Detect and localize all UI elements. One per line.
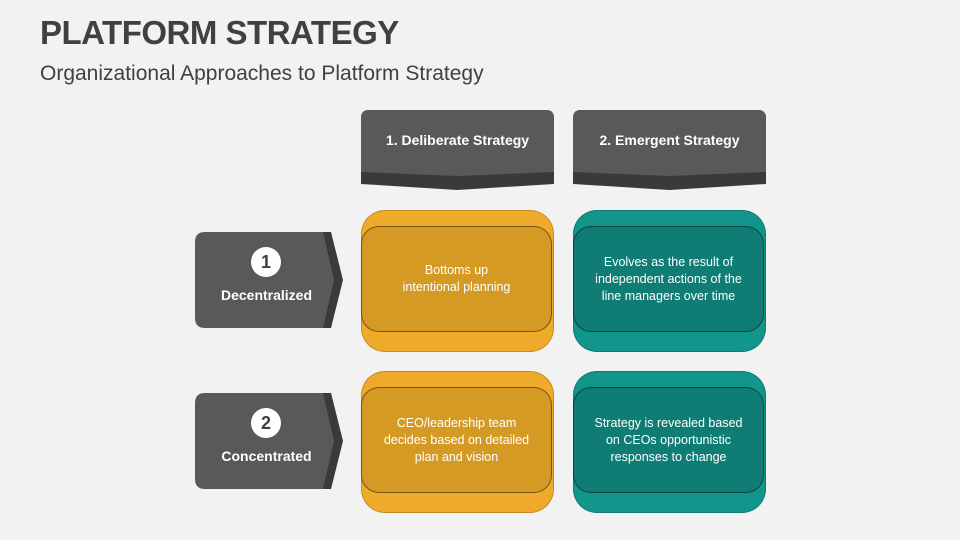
row-label-text: Decentralized (220, 287, 313, 303)
cell-content: Strategy is revealed based on CEOs oppor… (573, 387, 764, 493)
row-label-text: Concentrated (221, 448, 312, 464)
cell-concentrated-deliberate: CEO/leadership team decides based on det… (361, 371, 554, 513)
cell-text: CEO/leadership team decides based on det… (383, 415, 530, 464)
cell-content: Bottoms up intentional planning (361, 226, 552, 332)
slide-title: PLATFORM STRATEGY (40, 14, 399, 51)
row-label-decentralized: 1 Decentralized (195, 232, 345, 328)
column-header-deliberate: 1. Deliberate Strategy (361, 110, 554, 190)
row-label-concentrated: 2 Concentrated (195, 393, 345, 489)
cell-text: Evolves as the result of independent act… (595, 254, 742, 303)
row-number-badge: 1 (251, 247, 281, 277)
arrow-tag-icon (195, 393, 343, 489)
arrow-tag-icon (195, 232, 343, 328)
column-header-label: 1. Deliberate Strategy (385, 132, 530, 148)
cell-content: CEO/leadership team decides based on det… (361, 387, 552, 493)
cell-concentrated-emergent: Strategy is revealed based on CEOs oppor… (573, 371, 766, 513)
column-header-emergent: 2. Emergent Strategy (573, 110, 766, 190)
cell-content: Evolves as the result of independent act… (573, 226, 764, 332)
cell-decentralized-emergent: Evolves as the result of independent act… (573, 210, 766, 352)
cell-text: Bottoms up intentional planning (402, 263, 511, 294)
row-number-badge: 2 (251, 408, 281, 438)
column-header-label: 2. Emergent Strategy (599, 132, 740, 148)
cell-decentralized-deliberate: Bottoms up intentional planning (361, 210, 554, 352)
chevron-banner-icon (361, 110, 554, 190)
chevron-banner-icon (573, 110, 766, 190)
slide-subtitle: Organizational Approaches to Platform St… (40, 62, 484, 85)
cell-text: Strategy is revealed based on CEOs oppor… (594, 415, 743, 464)
